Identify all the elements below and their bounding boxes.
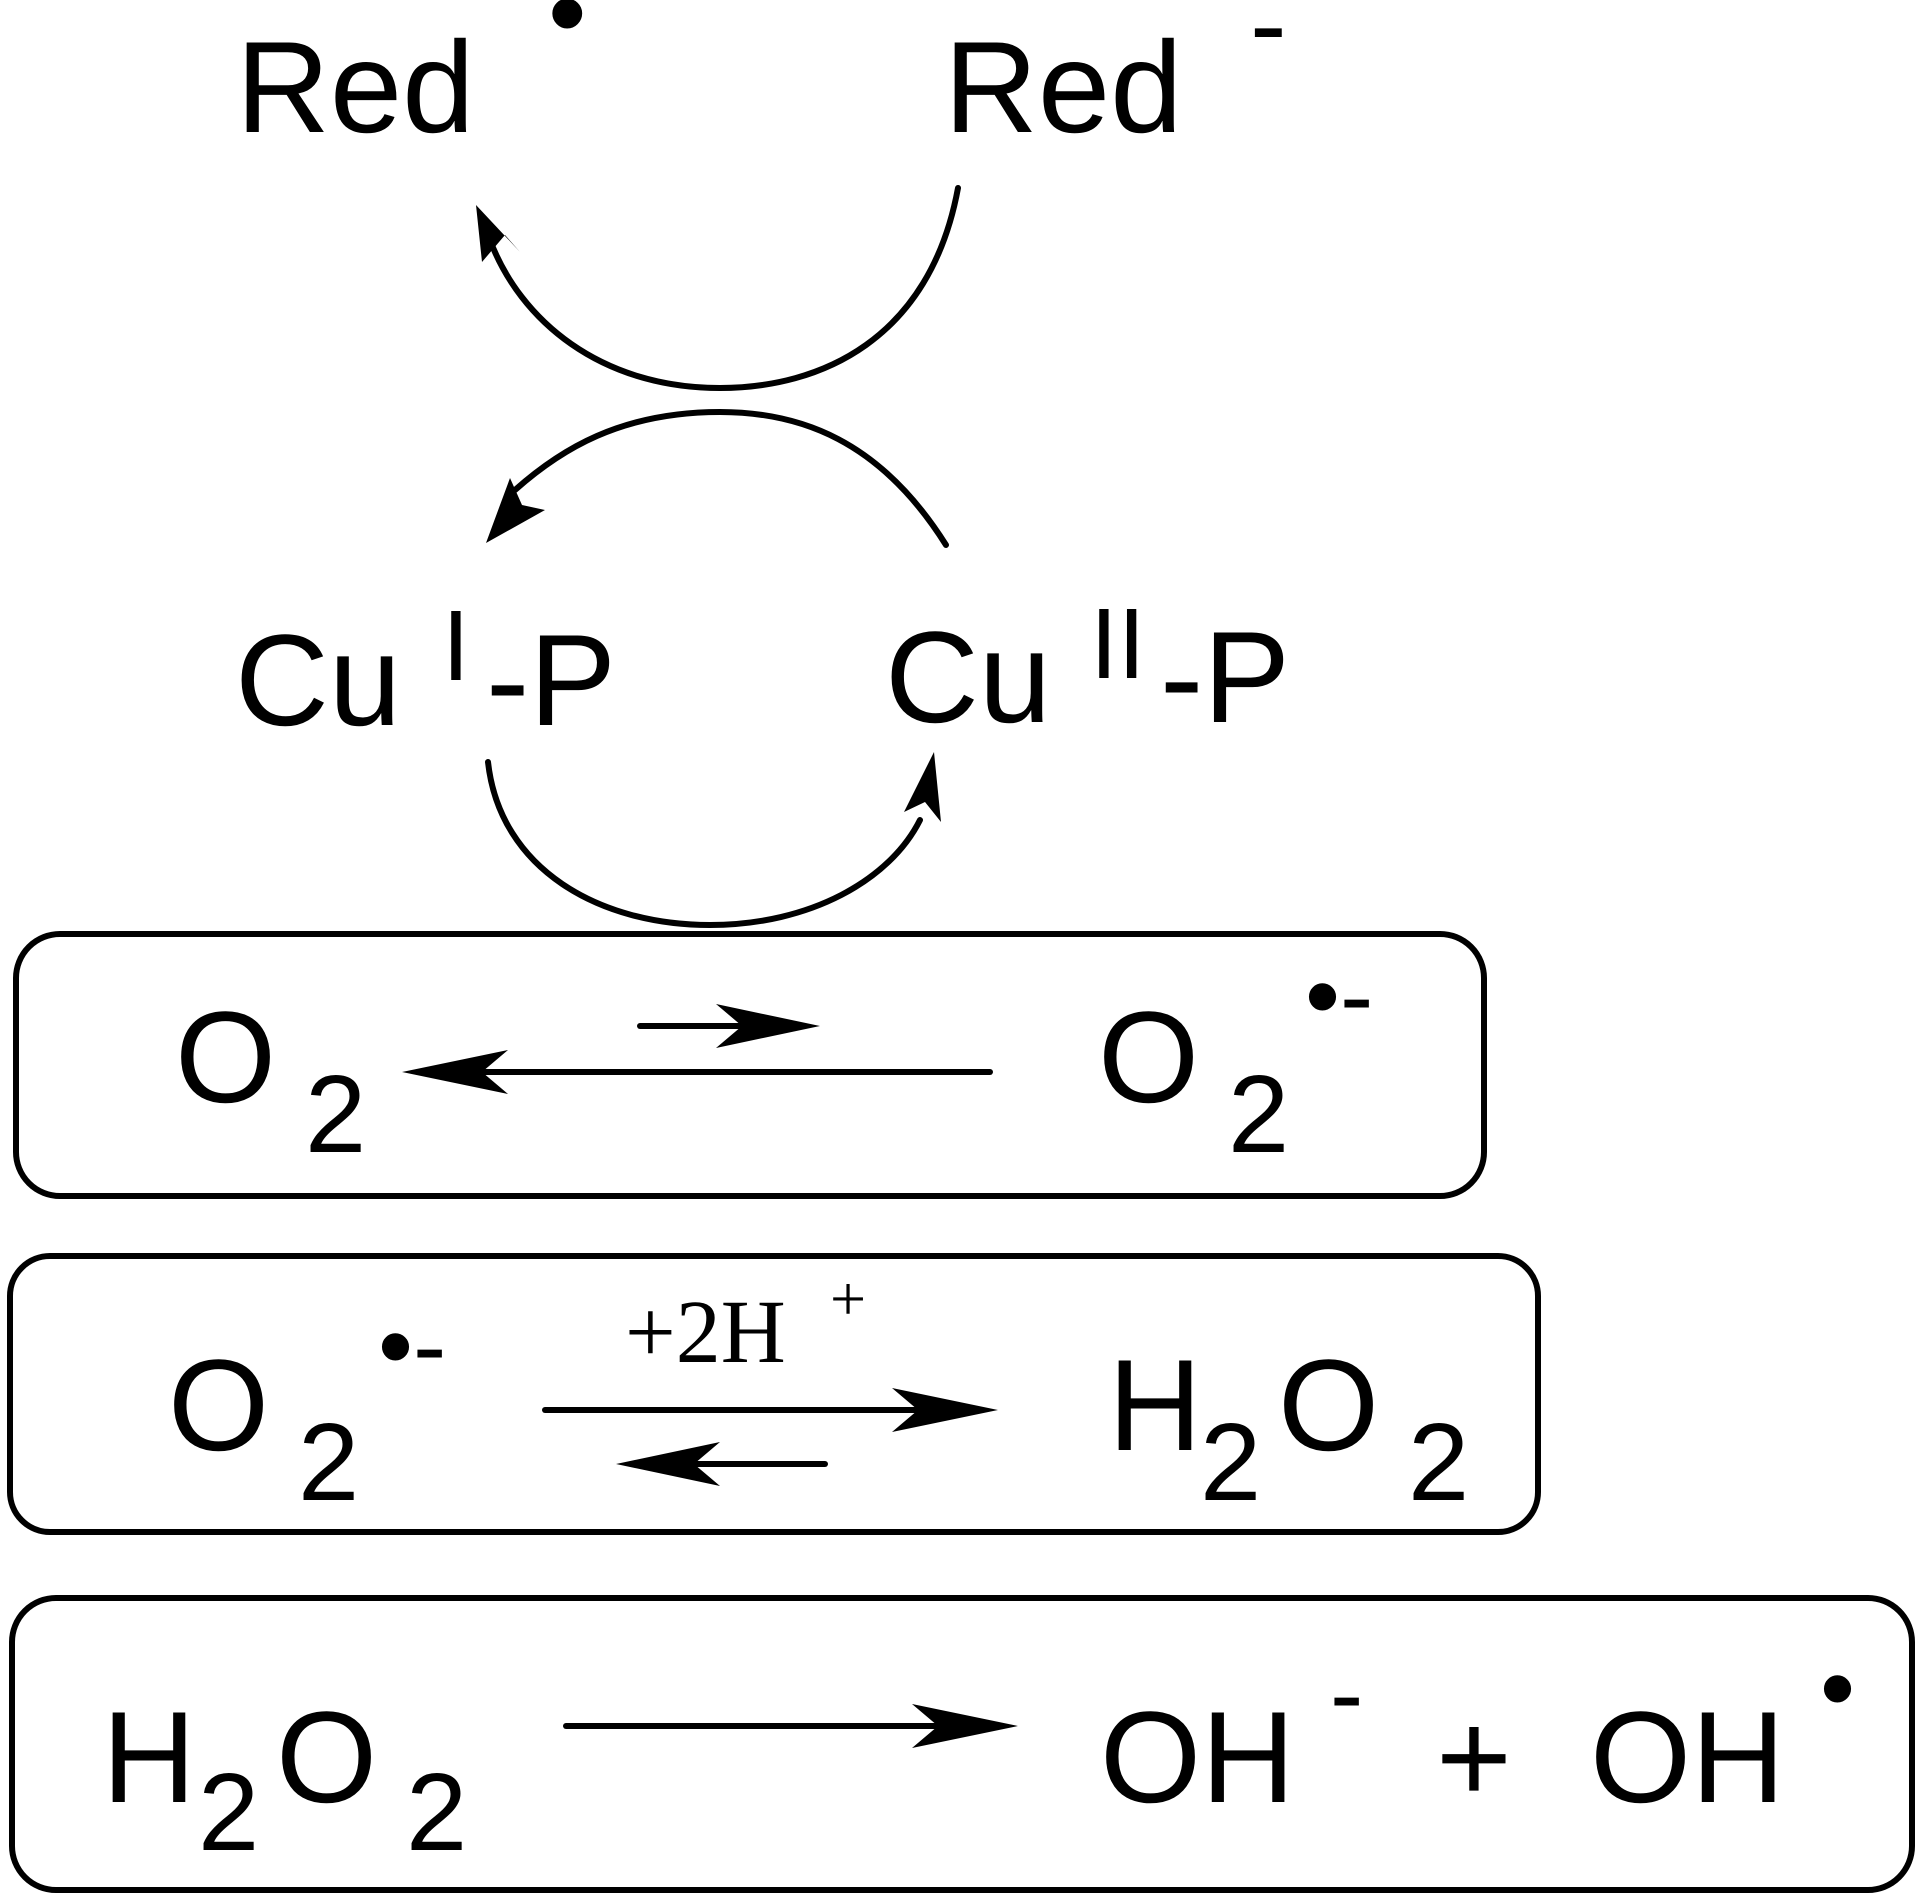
cu-i-base: Cu xyxy=(235,607,401,753)
reaction-3-right: OH - + OH • xyxy=(1100,1632,1855,1830)
reaction-3-left: H 2 O 2 xyxy=(102,1684,467,1874)
red-radical-sup: • xyxy=(548,0,587,74)
red-radical-label: Red • xyxy=(236,0,587,160)
cu-ii-base: Cu xyxy=(885,604,1051,750)
r2-right-h-sub: 2 xyxy=(1200,1401,1261,1524)
arc-red-anion-to-radical xyxy=(487,185,961,392)
cu-i-sup: I xyxy=(442,590,470,702)
r2-right-h: H xyxy=(1108,1332,1202,1478)
reaction-2-right: H 2 O 2 xyxy=(1108,1332,1469,1524)
reaction-1-left: O 2 xyxy=(175,984,366,1176)
r3-left-h: H xyxy=(102,1684,196,1830)
r2-left-base: O xyxy=(168,1332,269,1478)
r2-forward-arrowhead xyxy=(892,1388,998,1432)
reaction-box-1 xyxy=(13,931,1487,1199)
r1-reverse-arrowhead xyxy=(402,1050,508,1094)
reaction-1-right: O 2 •- xyxy=(1098,940,1373,1176)
r2-proton-label: +2H xyxy=(625,1283,786,1382)
reaction-box-3 xyxy=(9,1595,1915,1893)
cu-ii-label: Cu II -P xyxy=(885,588,1290,750)
r3-right-oh1-sup: - xyxy=(1330,1638,1363,1750)
red-anion-base: Red xyxy=(944,14,1182,160)
red-anion-sup: - xyxy=(1250,0,1287,86)
arc-cuii-to-cui xyxy=(512,408,949,548)
r1-left-base: O xyxy=(175,984,276,1130)
red-radical-base: Red xyxy=(236,14,474,160)
reaction-2-left: O 2 •- xyxy=(168,1290,446,1524)
r1-right-sub: 2 xyxy=(1228,1053,1289,1176)
r3-left-h-sub: 2 xyxy=(198,1751,259,1874)
r1-forward-arrowhead xyxy=(716,1004,820,1048)
r2-right-o-sub: 2 xyxy=(1408,1401,1469,1524)
arrowhead-cuii xyxy=(904,752,941,822)
r2-left-sup: •- xyxy=(378,1290,446,1402)
arc-cui-to-cuii xyxy=(485,759,923,929)
r3-right-oh2-sup: • xyxy=(1820,1632,1855,1744)
cu-i-label: Cu I -P xyxy=(235,590,616,753)
r3-right-oh1: OH xyxy=(1100,1684,1295,1830)
r2-reverse-arrowhead xyxy=(616,1442,720,1486)
r3-forward-arrowhead xyxy=(912,1704,1018,1748)
r2-left-sub: 2 xyxy=(298,1401,359,1524)
reaction-box-2 xyxy=(7,1253,1541,1535)
r2-right-o: O xyxy=(1278,1332,1379,1478)
r3-right-plus: + xyxy=(1436,1684,1512,1830)
r1-right-sup: •- xyxy=(1305,940,1373,1052)
r3-left-o: O xyxy=(276,1684,377,1830)
arrowhead-red-radical xyxy=(476,205,520,262)
r1-right-base: O xyxy=(1098,984,1199,1130)
cu-i-suffix: -P xyxy=(486,607,616,753)
cu-ii-sup: II xyxy=(1090,588,1146,700)
r1-left-sub: 2 xyxy=(305,1053,366,1176)
r2-proton-label-sup: + xyxy=(830,1263,866,1334)
r3-right-oh2: OH xyxy=(1590,1684,1785,1830)
red-anion-label: Red - xyxy=(944,0,1287,160)
r3-left-o-sub: 2 xyxy=(406,1751,467,1874)
cu-ii-suffix: -P xyxy=(1160,604,1290,750)
arrowhead-cui xyxy=(486,478,545,543)
